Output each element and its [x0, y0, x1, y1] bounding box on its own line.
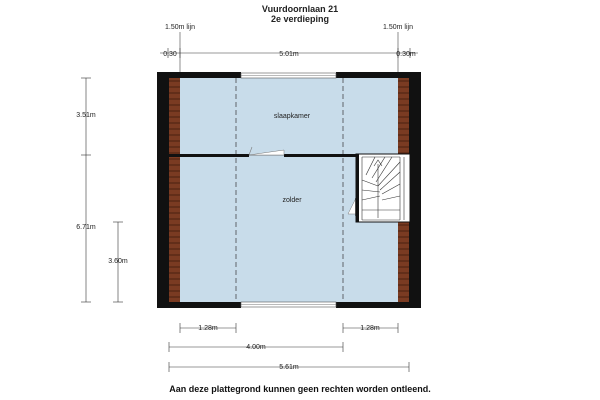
dim-top-width: 5.01m: [279, 51, 299, 58]
disclaimer-text: Aan deze plattegrond kunnen geen rechten…: [169, 384, 431, 394]
line-150-left-label: 1.50m lijn: [165, 24, 195, 31]
dim-bottom-total: 5.61m: [279, 364, 299, 371]
dim-left-total: 6.71m: [76, 224, 96, 231]
wall-bottom-right: [336, 302, 421, 308]
dim-bottom-right: 1.28m: [360, 325, 380, 332]
roof-beam-right-upper: [398, 78, 409, 154]
window-top: [240, 72, 337, 79]
partition-wall-right: [284, 154, 356, 157]
room-label-bedroom: slaapkamer: [274, 113, 311, 120]
wall-right: [409, 72, 421, 308]
dim-left-upper: 3.51m: [76, 112, 96, 119]
partition-wall-left: [169, 154, 249, 157]
dim-top-left-wall: 0.30: [163, 51, 177, 58]
line-150-right-label: 1.50m lijn: [383, 24, 413, 31]
roof-beam-right-lower: [398, 222, 409, 302]
dim-top-right-wall: 0.30m: [396, 51, 416, 58]
staircase: [355, 153, 411, 223]
room-label-attic: zolder: [282, 197, 302, 204]
top-dimension-line: [160, 48, 418, 58]
left-dimension-lines: [81, 77, 123, 303]
wall-top-right: [336, 72, 421, 78]
dim-left-inner: 3.60m: [108, 258, 128, 265]
plan-floor-label: 2e verdieping: [270, 14, 330, 24]
wall-bottom-left: [157, 302, 241, 308]
bedroom-door: [248, 146, 285, 156]
plan-address: Vuurdoornlaan 21: [261, 4, 339, 14]
roof-beam-left: [169, 78, 180, 302]
window-bottom: [240, 301, 337, 308]
bottom-dimension-lines: [168, 323, 410, 372]
wall-top-left: [157, 72, 241, 78]
dim-bottom-middle: 4.00m: [246, 344, 266, 351]
wall-left: [157, 72, 169, 308]
dim-bottom-left: 1.28m: [198, 325, 218, 332]
stair-door: [347, 197, 357, 216]
